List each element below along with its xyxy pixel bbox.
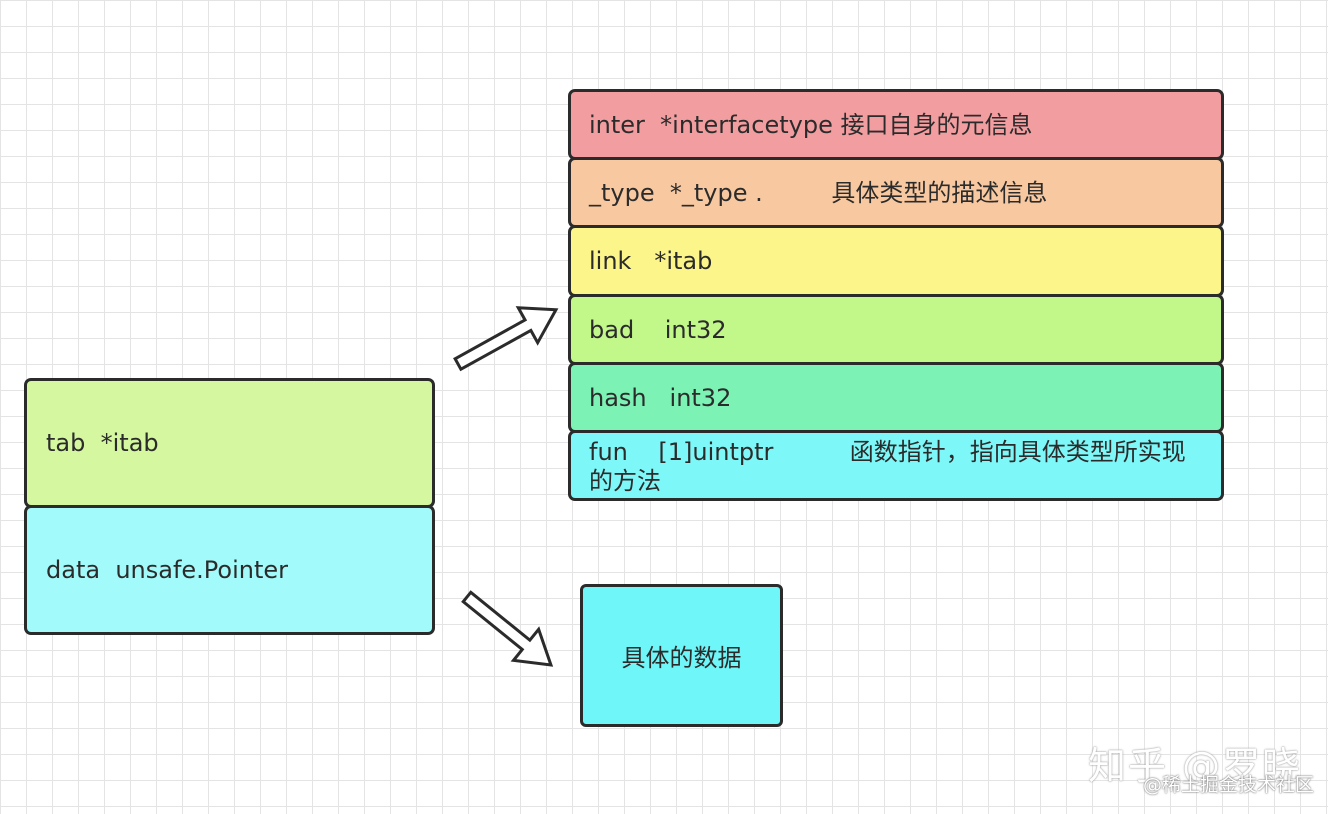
itab-field-bad-label: bad int32 (589, 315, 727, 344)
juejin-watermark: @稀土掘金技术社区 (1143, 774, 1315, 796)
itab-field-inter-label: inter *interfacetype 接口自身的元信息 (589, 110, 1033, 139)
field-tab-label: tab *itab (46, 429, 159, 457)
field-data: data unsafe.Pointer (24, 505, 435, 635)
itab-field-fun-decl: fun [1]uintptr (589, 438, 774, 466)
itab-field-bad: bad int32 (568, 294, 1224, 365)
zhihu-watermark: 知乎 @罗晓 (1088, 744, 1303, 788)
itab-struct: inter *interfacetype 接口自身的元信息 _type *_ty… (568, 89, 1224, 501)
itab-field-type-label: _type *_type . 具体类型的描述信息 (589, 178, 1048, 207)
iface-struct: tab *itab data unsafe.Pointer (24, 378, 435, 635)
arrow-data-to-concrete (461, 590, 554, 667)
itab-field-fun-desc: 函数指针，指向具体类型所实现的方法 (589, 438, 1186, 495)
arrow-tab-to-itab (453, 306, 559, 372)
itab-field-hash-label: hash int32 (589, 383, 732, 412)
itab-field-hash: hash int32 (568, 362, 1224, 433)
itab-field-fun-text: fun [1]uintptr 函数指针，指向具体类型所实现的方法 (589, 438, 1191, 496)
itab-field-type: _type *_type . 具体类型的描述信息 (568, 157, 1224, 228)
itab-field-fun: fun [1]uintptr 函数指针，指向具体类型所实现的方法 (568, 430, 1224, 501)
concrete-data-box: 具体的数据 (580, 584, 783, 727)
field-tab: tab *itab (24, 378, 435, 508)
itab-field-link: link *itab (568, 225, 1224, 297)
itab-field-inter: inter *interfacetype 接口自身的元信息 (568, 89, 1224, 160)
itab-field-link-label: link *itab (589, 247, 713, 275)
field-data-label: data unsafe.Pointer (46, 556, 289, 584)
concrete-data-label: 具体的数据 (621, 644, 742, 672)
